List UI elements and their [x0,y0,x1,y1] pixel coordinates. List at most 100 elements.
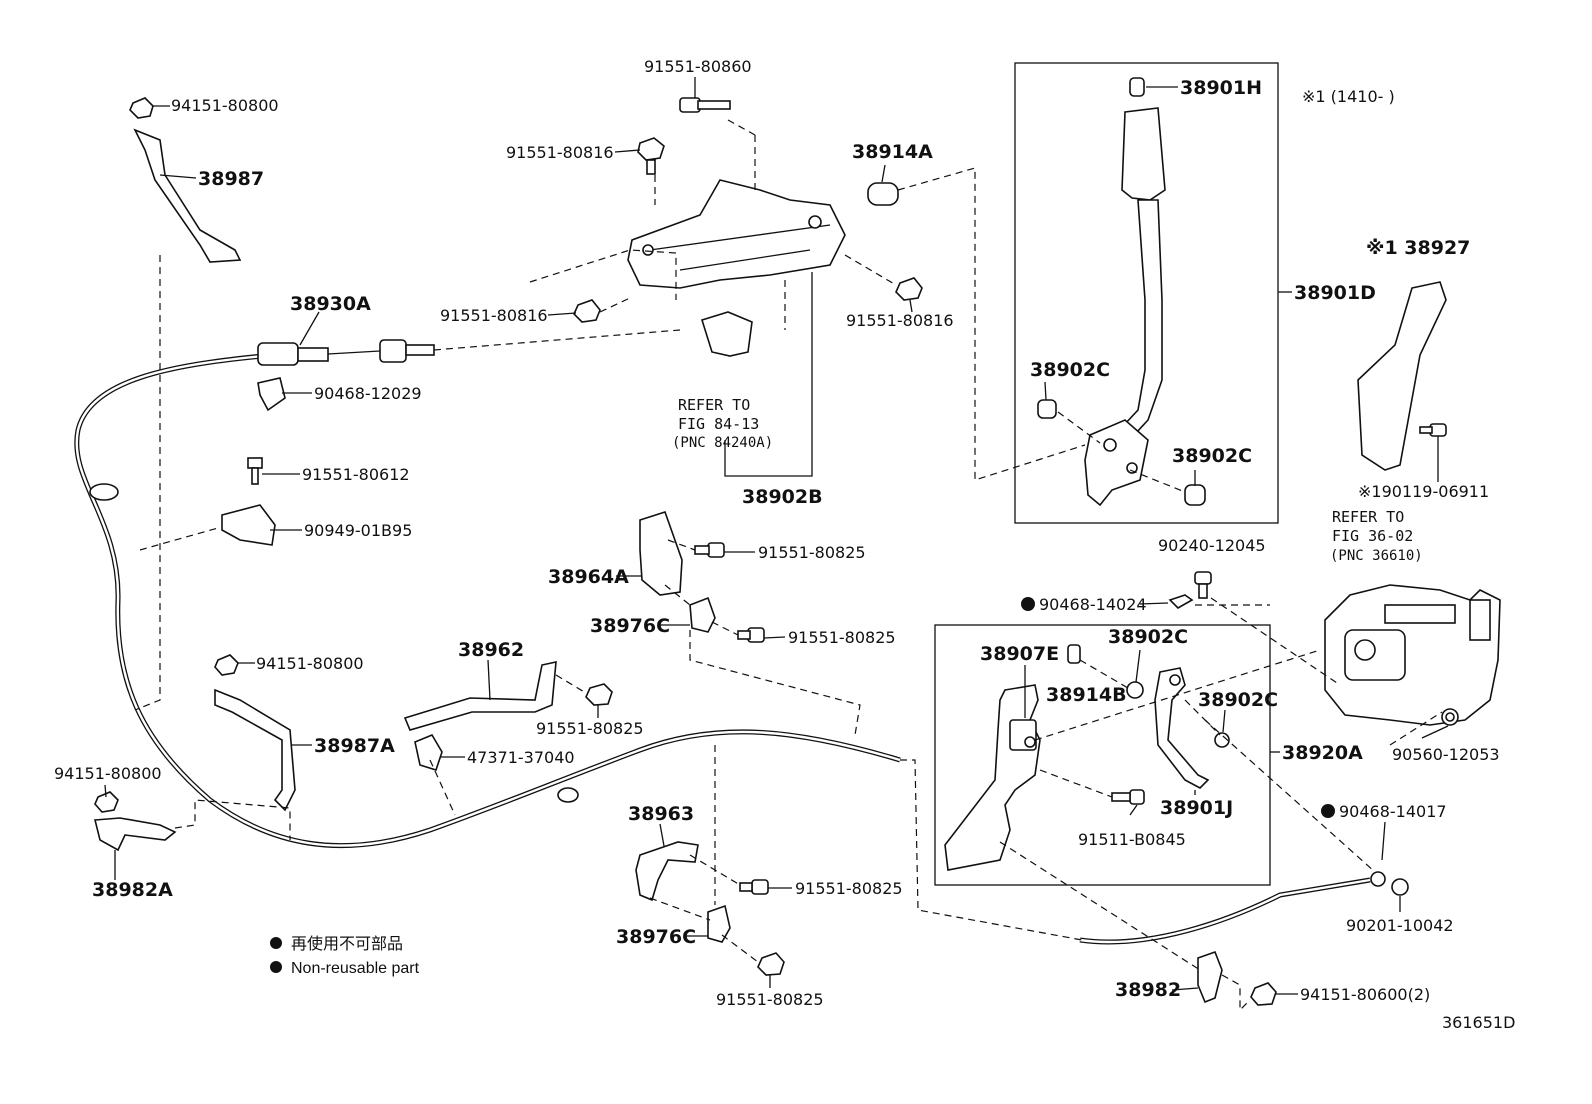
bolt-90240-12045 [1194,571,1212,599]
date-note: ※1 (1410- ) [1302,87,1395,106]
bracket-38962 [403,660,557,731]
label-90560-12053: 90560-12053 [1392,745,1500,764]
label-91551-80825-a: 91551-80825 [758,543,866,562]
pin-38914B [1067,644,1081,664]
label-94151-80800-low: 94151-80800 [54,764,162,783]
label-38987: 38987 [198,168,264,190]
label-91551-80816-top: 91551-80816 [506,143,614,162]
nut-90201-10042 [1391,878,1409,896]
label-90240-12045: 90240-12045 [1158,536,1266,555]
nut-94151-80600 [1250,982,1277,1006]
bushing-38902C-c [1126,681,1144,699]
label-90468-14024: 90468-14024 [1039,595,1147,614]
nut-94151-80800-top [129,97,154,119]
label-38902C-d: 38902C [1198,689,1278,711]
bolt-91551-80816-right [895,277,923,301]
legend-jp: 再使用不可部品 [291,935,403,953]
label-38964A: 38964A [548,566,629,588]
label-91551-80825-e: 91551-80825 [716,990,824,1009]
label-38982: 38982 [1115,979,1181,1001]
legend-dot-en [270,961,282,973]
box-38920A [934,624,1271,886]
nut-90560-12053 [1441,708,1459,726]
refer-36-line3: (PNC 36610) [1330,548,1423,564]
label-91551-80825-c: 91551-80825 [536,719,644,738]
label-94151-80800-top: 94151-80800 [171,96,279,115]
bolt-91551-80612 [247,457,263,485]
bolt-91551-80825-a [694,542,725,558]
refer-84-line1: REFER TO [678,396,750,414]
shift-lever-base [627,179,846,289]
legend-en: Non-reusable part [291,960,420,977]
bolt-91551-80825-d [739,879,769,895]
clamp-47371-37040 [414,733,443,771]
bushing-38902C-upper [1037,399,1057,419]
label-38901H: 38901H [1180,77,1262,99]
lever-38901J [1154,667,1210,789]
part-labels: 94151-80800 38987 38930A 90468-12029 915… [54,57,1515,1032]
bolt-91551-80825-c [585,683,613,706]
label-38902C-b: 38902C [1172,445,1252,467]
label-91551-80816-right: 91551-80816 [846,311,954,330]
label-94151-80600: 94151-80600(2) [1300,985,1430,1004]
clip-90468-12029 [257,377,286,412]
collar-38914A [867,182,899,206]
label-91511-B0845: 91511-B0845 [1078,830,1186,849]
bracket-38964A [639,511,683,596]
label-47371-37040: 47371-37040 [467,748,575,767]
clip-90468-14024 [1168,594,1194,609]
label-38902C-a: 38902C [1030,359,1110,381]
diagram-id: 361651D [1442,1013,1515,1032]
legend-dot-jp [270,937,282,949]
bracket-38982A [93,817,177,852]
box-38901D [1014,62,1279,524]
label-38962: 38962 [458,639,524,661]
ref-84-13-part [700,311,753,357]
label-38907E: 38907E [980,643,1059,665]
label-38930A: 38930A [290,293,371,315]
shift-cable [74,353,901,849]
label-91551-80816-left: 91551-80816 [440,306,548,325]
label-38914A: 38914A [852,141,933,163]
label-91551-80825-b: 91551-80825 [788,628,896,647]
nut-94151-80800-low [94,791,119,813]
label-90949-01B95: 90949-01B95 [304,521,412,540]
label-38982A: 38982A [92,879,173,901]
bracket-90949-01B95 [221,504,276,546]
bracket-38982 [1197,950,1223,1004]
label-90201-10042: 90201-10042 [1346,916,1454,935]
bolt-91511-B0845 [1111,789,1145,805]
bracket-38987A [214,688,296,812]
clamp-38976C-a [689,596,716,633]
label-38987A: 38987A [314,735,395,757]
label-38901J: 38901J [1160,797,1233,819]
shift-lever-38901D [1084,77,1166,507]
bracket-38987 [133,128,242,263]
knob-38927 [1357,281,1447,471]
label-94151-80800-mid: 94151-80800 [256,654,364,673]
leader-lines [104,77,1449,995]
bushing-38902C-lower [1184,484,1206,506]
label-38920A: 38920A [1282,742,1363,764]
bushing-38902C-d [1214,732,1230,748]
refer-84-line3: (PNC 84240A) [672,435,773,451]
refer-84-line2: FIG 84-13 [678,415,759,433]
bolt-91551-80825-b [737,627,765,643]
label-90468-14017: 90468-14017 [1339,802,1447,821]
clamp-38976C-b [707,904,731,943]
bracket-38963 [635,841,699,902]
nut-94151-80800-mid [214,654,239,676]
bolt-91551-80816-left [573,299,601,323]
cable-end-38930A [257,339,435,366]
non-reusable-marker-14017 [1321,804,1335,818]
label-38927: ※1 38927 [1366,237,1470,259]
bolt-91551-80825-e [757,952,785,976]
bracket-38907E [944,684,1041,871]
label-38976C-a: 38976C [590,615,670,637]
label-91551-80860: 91551-80860 [644,57,752,76]
label-38914B: 38914B [1046,684,1127,706]
label-38902C-c: 38902C [1108,626,1188,648]
label-91551-80825-d: 91551-80825 [795,879,903,898]
